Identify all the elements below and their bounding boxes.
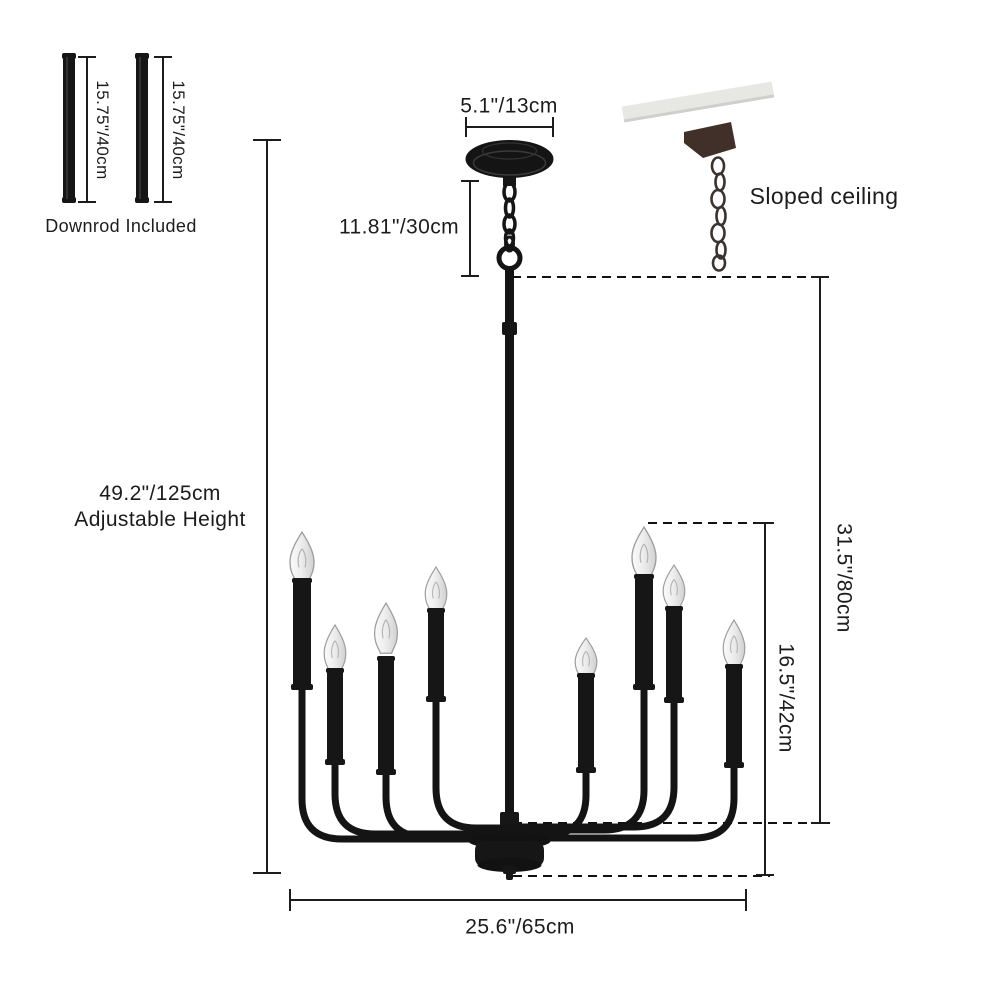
adjustable-height-caption: Adjustable Height: [74, 508, 246, 531]
center-rod: [500, 268, 519, 844]
rod-loop: [496, 235, 523, 271]
canopy: [465, 140, 554, 186]
candle-3: [373, 602, 512, 841]
candle-height-label: 16.5"/42cm: [774, 643, 798, 753]
dashed-reference-lines: [512, 276, 830, 877]
candle-height-dim-line: [756, 522, 774, 876]
chain-drop-label: 11.81"/30cm: [338, 215, 460, 239]
sloped-ceiling-label: Sloped ceiling: [749, 183, 899, 210]
candle-8: [508, 619, 746, 842]
candle-4: [424, 566, 512, 832]
adjustable-height-label: 49.2"/125cm Adjustable Height: [74, 481, 245, 533]
sloped-ceiling-illustration: [621, 81, 775, 272]
fixture-height-label: 31.5"/80cm: [832, 523, 856, 633]
canopy-chain: [502, 181, 517, 248]
canopy-width-dim-line: [465, 117, 554, 137]
downrod-left: [62, 53, 76, 203]
downrod-left-dim-line: [78, 56, 96, 203]
canopy-width-label: 5.1"/13cm: [460, 94, 558, 118]
fixture-height-dim-line: [811, 276, 829, 824]
candle-1: [289, 531, 512, 843]
fixture-width-dim-line: [289, 889, 747, 911]
candle-7: [508, 564, 686, 831]
chain-drop-dim-line: [461, 180, 479, 277]
downrod-caption: Downrod Included: [45, 216, 197, 237]
center-hub: [468, 833, 551, 880]
downrod-right-dim-line: [154, 56, 172, 203]
adjustable-height-value: 49.2"/125cm: [99, 482, 221, 505]
downrod-left-length-label: 15.75"/40cm: [93, 80, 113, 180]
downrod-right-length-label: 15.75"/40cm: [169, 80, 189, 180]
candle-5: [508, 637, 598, 839]
downrod-right: [135, 53, 149, 203]
fixture-width-label: 25.6"/65cm: [465, 915, 575, 939]
adjustable-height-dim-line: [253, 139, 281, 874]
candle-2: [323, 624, 512, 838]
